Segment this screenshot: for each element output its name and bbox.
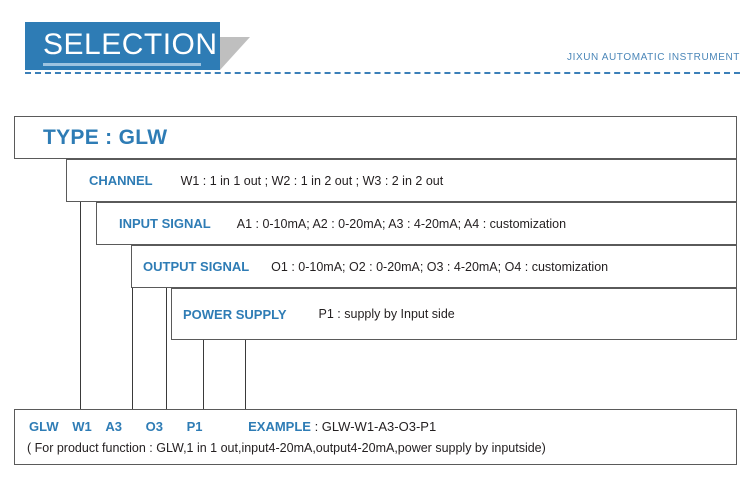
connector-line-w1: [132, 202, 133, 410]
row-input-signal: INPUT SIGNAL A1 : 0-10mA; A2 : 0-20mA; A…: [96, 202, 737, 245]
example-code-line: GLW W1 A3 O3 P1 EXAMPLE : GLW-W1-A3-O3-P…: [29, 419, 436, 434]
connector-line-a3: [166, 245, 167, 410]
row-output-signal-value: O1 : 0-10mA; O2 : 0-20mA; O3 : 4-20mA; O…: [271, 259, 609, 274]
example-code-glw: GLW: [29, 419, 59, 434]
section-title-banner: SELECTION: [25, 22, 220, 70]
row-power-supply: POWER SUPPLY P1 : supply by Input side: [171, 288, 737, 340]
example-code-p1: P1: [186, 419, 203, 434]
connector-line-glw: [80, 159, 81, 410]
row-input-signal-label: INPUT SIGNAL: [119, 216, 211, 231]
brand-text: JIXUN AUTOMATIC INSTRUMENT: [566, 52, 740, 63]
page-title: SELECTION: [43, 28, 218, 61]
example-code-a3: A3: [105, 419, 122, 434]
row-type: TYPE : GLW: [14, 116, 737, 159]
banner-corner-triangle-icon: [220, 37, 250, 70]
example-code-o3: O3: [145, 419, 163, 434]
example-note: ( For product function : GLW,1 in 1 out,…: [27, 441, 546, 455]
title-underline: [43, 63, 201, 66]
row-channel-label: CHANNEL: [89, 173, 153, 188]
row-type-label: TYPE : GLW: [43, 125, 168, 149]
example-box: GLW W1 A3 O3 P1 EXAMPLE : GLW-W1-A3-O3-P…: [14, 409, 737, 465]
selection-diagram: TYPE : GLW CHANNEL W1 : 1 in 1 out ; W2 …: [0, 95, 750, 478]
row-output-signal-label: OUTPUT SIGNAL: [143, 259, 250, 274]
row-output-signal: OUTPUT SIGNAL O1 : 0-10mA; O2 : 0-20mA; …: [131, 245, 737, 288]
header-dashed-divider: [25, 72, 740, 74]
row-power-supply-label: POWER SUPPLY: [183, 306, 287, 322]
row-channel: CHANNEL W1 : 1 in 1 out ; W2 : 1 in 2 ou…: [66, 159, 737, 202]
example-word: EXAMPLE: [248, 419, 311, 434]
row-channel-value: W1 : 1 in 1 out ; W2 : 1 in 2 out ; W3 :…: [180, 173, 444, 188]
example-code-w1: W1: [72, 419, 92, 434]
page-header: SELECTION JIXUN AUTOMATIC INSTRUMENT: [0, 0, 750, 95]
connector-line-o3: [203, 288, 204, 410]
row-input-signal-value: A1 : 0-10mA; A2 : 0-20mA; A3 : 4-20mA; A…: [236, 216, 567, 231]
row-power-supply-value: P1 : supply by Input side: [318, 307, 455, 321]
example-value: : GLW-W1-A3-O3-P1: [314, 419, 437, 434]
connector-line-p1: [245, 340, 246, 410]
